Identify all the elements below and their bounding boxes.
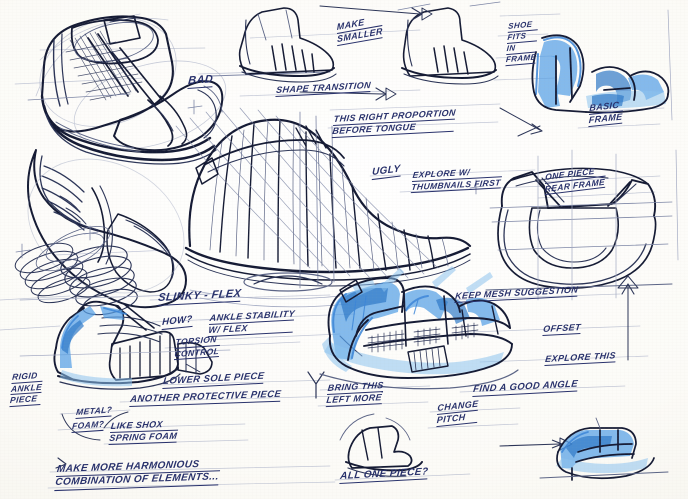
- annotation-offset: OFFSET: [542, 322, 582, 337]
- side-profile-small-sketches: [238, 1, 501, 85]
- blue-accent-streaks: [380, 266, 493, 294]
- slinky-blue-accent-marker: [60, 306, 132, 387]
- outsole-bottom-view-sketch: [27, 149, 187, 309]
- large-side-profile-sketch: [175, 107, 472, 308]
- blue-sandal-frame-outline: [531, 34, 670, 114]
- blue-sandal-bottom-right-outline: [539, 417, 669, 481]
- blue-hero-outline: [319, 277, 519, 390]
- annotation-explore-thumbnails: EXPLORE W/THUMBNAILS FIRST: [410, 165, 503, 194]
- blue-sandal-frame-marker: [535, 36, 666, 109]
- annotation-bad: BAD: [187, 73, 214, 90]
- slinky-flex-ankle-sketch: [14, 226, 231, 390]
- rear-frame-view-sketch: [485, 149, 673, 301]
